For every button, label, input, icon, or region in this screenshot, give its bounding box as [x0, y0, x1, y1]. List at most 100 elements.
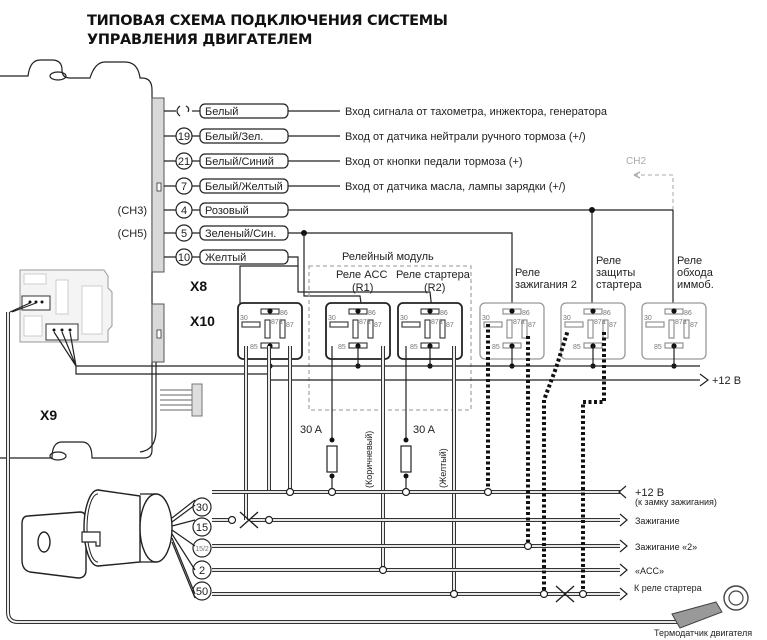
terminal-circle — [192, 581, 212, 601]
arrow-out-icon — [619, 513, 628, 527]
wire-description: Вход сигнала от тахометра, инжектора, ге… — [345, 106, 608, 118]
pin-85-label: 85 — [492, 344, 500, 351]
relay-acc-id: (R1) — [352, 282, 373, 294]
wire-description: Вход от датчика нейтрали ручного тормоза… — [345, 131, 586, 143]
x9-board — [9, 269, 113, 367]
pin-30-blade — [645, 321, 665, 328]
arrow-in-icon — [618, 485, 627, 499]
fuse-wire-color: (Желтый) — [438, 448, 448, 488]
terminal-label: 2 — [199, 565, 205, 577]
pin-85-label: 85 — [410, 344, 418, 351]
pin-87-blade — [521, 319, 528, 339]
pin-30-blade — [241, 321, 261, 328]
wire-green-blue — [288, 232, 513, 308]
fuse-group: 30 A (Коричневый) 30 A (Желтый) — [300, 346, 448, 492]
wire-color-label: Розовый — [205, 205, 249, 217]
pin-87-label: 87 — [528, 322, 536, 329]
pin-86-label: 86 — [368, 310, 376, 317]
relay-immo-label: Реле — [677, 255, 702, 267]
pin-number: 21 — [178, 156, 190, 168]
pin-87a-blade — [352, 319, 359, 339]
connector-x8-label: X8 — [190, 278, 207, 294]
wire-description: Вход от кнопки педали тормоза (+) — [345, 156, 523, 168]
arrow-out-icon — [619, 587, 628, 601]
fuse-rating: 30 A — [300, 424, 323, 436]
x8-wire-list: 19 21 7 4 5 10 Белый Белый/Зел. Белый/Си… — [118, 103, 608, 266]
pin-30-label: 30 — [400, 315, 408, 322]
pin-87-label: 87 — [609, 322, 617, 329]
key-icon — [21, 511, 87, 579]
pin-30-label: 30 — [328, 315, 336, 322]
output-label: Зажигание — [635, 516, 680, 526]
wire-description: Вход от датчика масла, лампы зарядки (+/… — [345, 181, 566, 193]
pin-85-label: 85 — [573, 344, 581, 351]
sensor-label: Термодатчик двигателя — [654, 628, 752, 638]
ch2-indicator: CH2 — [626, 156, 674, 210]
cut-wire-icon — [239, 511, 259, 529]
relay-starter-protect-label-3: стартера — [596, 279, 643, 291]
pin-87-blade — [683, 319, 690, 339]
terminal-label: 30 — [196, 502, 208, 514]
pin-87a-label: 87a — [594, 319, 606, 326]
output-label: Зажигание «2» — [635, 542, 697, 552]
terminal-label: 15/2 — [195, 546, 209, 553]
control-unit: X8 X10 X9 — [0, 59, 215, 461]
pin-87a-blade — [506, 319, 513, 339]
fuse-icon — [326, 445, 338, 473]
pin-number: 4 — [181, 205, 187, 217]
pin-87-label: 87 — [286, 322, 294, 329]
pin-30-blade — [564, 321, 584, 328]
fuse-rating: 30 A — [413, 424, 436, 436]
pin-85-label: 85 — [250, 344, 258, 351]
terminal-circle — [192, 517, 212, 537]
arrow-out-icon — [619, 539, 628, 553]
pin-number: 5 — [181, 228, 187, 240]
ignition-lines — [212, 487, 620, 603]
arrow-icon — [699, 373, 709, 387]
output-label: К реле стартера — [634, 583, 702, 593]
output-label: «ACC» — [635, 566, 664, 576]
wire-color-label: Белый — [205, 106, 238, 118]
channel-ch3-label: (CH3) — [118, 205, 147, 217]
relay-immo-label-2: обхода — [677, 267, 714, 279]
relay-output-wires — [244, 346, 456, 594]
pin-30-blade — [401, 321, 421, 328]
title-line1: ТИПОВАЯ СХЕМА ПОДКЛЮЧЕНИЯ СИСТЕМЫ — [87, 13, 448, 29]
pin-87a-blade — [264, 319, 271, 339]
wire-color-label: Желтый — [205, 252, 246, 264]
pin-30-blade — [483, 321, 503, 328]
channel-ch5-label: (CH5) — [118, 228, 147, 240]
relay-starter-id: (R2) — [424, 282, 445, 294]
fuse-icon — [400, 445, 412, 473]
relay-ignition2-label: Реле — [515, 267, 540, 279]
pin-86-label: 86 — [440, 310, 448, 317]
pin-30-label: 30 — [482, 315, 490, 322]
dashed-relay-wires — [486, 324, 606, 590]
pin-number: 10 — [178, 252, 190, 264]
pin-87a-label: 87a — [359, 319, 371, 326]
relay-starter-protect-label-2: защиты — [596, 267, 635, 279]
wire-yellow — [239, 256, 299, 308]
relay-starter-protect-label: Реле — [596, 255, 621, 267]
ignition-outputs: +12 B (к замку зажигания) Зажигание Зажи… — [618, 485, 717, 601]
pin-87-label: 87 — [690, 322, 698, 329]
title-line2: УПРАВЛЕНИЯ ДВИГАТЕЛЕМ — [87, 32, 312, 48]
terminal-label: 50 — [196, 586, 208, 598]
thermo-sensor-icon — [671, 601, 723, 629]
relay-starter-label: Реле стартера — [396, 269, 471, 281]
sensor-wire: Термодатчик двигателя — [6, 312, 752, 638]
relay-module: Релейный модуль Реле ACC (R1) Реле старт… — [308, 251, 472, 411]
ignition-switch — [21, 489, 196, 599]
relay-module-title: Релейный модуль — [342, 251, 434, 263]
terminal-circle — [192, 560, 212, 580]
pin-number: 19 — [178, 131, 190, 143]
relay-immo-label-3: иммоб. — [677, 279, 714, 291]
pin-87-blade — [279, 319, 286, 339]
terminal-circle — [192, 538, 212, 558]
